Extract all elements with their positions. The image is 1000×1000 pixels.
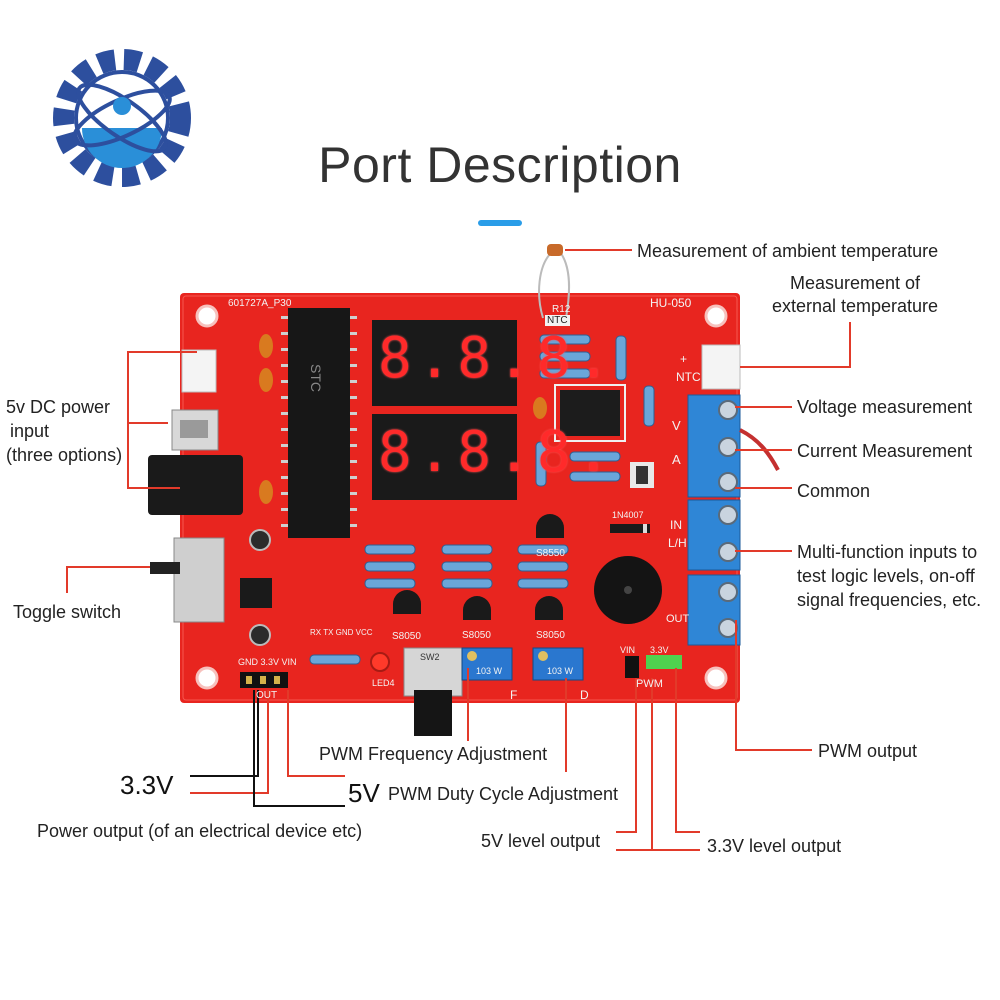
v33-board-label: 3.3V (650, 645, 669, 655)
resistors (309, 334, 655, 665)
callout-power-output: Power output (of an electrical device et… (37, 821, 363, 841)
display-top-digits: 8.8.8. (378, 326, 617, 391)
display-bottom-digits: 8.8.8. (378, 420, 617, 485)
silk-model-name: HU-050 (650, 296, 692, 310)
toggle-switch (173, 537, 225, 623)
capacitors (259, 334, 547, 504)
callout-voltage-measurement: Voltage measurement (797, 397, 973, 417)
jst-connector-dc (181, 349, 217, 393)
leader-lines (66, 249, 851, 851)
r12-label: R12 (552, 304, 571, 315)
push-button (403, 647, 463, 697)
pot-f-label: 103 W (476, 666, 503, 676)
v-label: V (672, 418, 681, 433)
f-label: F (510, 688, 518, 702)
mcu-chip (288, 308, 350, 538)
s8050-c-label: S8050 (536, 630, 565, 641)
callout-external-temperature-2: external temperature (771, 296, 939, 316)
s8550-label: S8550 (536, 548, 565, 559)
callout-external-temperature-1: Measurement of (789, 273, 921, 293)
electrolytic-capacitors (249, 529, 271, 646)
callout-5v-level-output: 5V level output (481, 831, 601, 851)
opamp-chip (560, 390, 620, 436)
callout-3v3-level-output: 3.3V level output (707, 836, 842, 856)
callout-pwm-output: PWM output (818, 741, 918, 761)
callout-dc-power-2: input (10, 421, 50, 441)
callout-pwm-duty-cycle: PWM Duty Cycle Adjustment (388, 784, 619, 804)
pot-d-label: 103 W (547, 666, 574, 676)
p3-out-label: OUT (256, 690, 278, 701)
callout-current-measurement: Current Measurement (797, 441, 973, 461)
ntc-connector (701, 344, 741, 390)
lh-label: L/H (668, 536, 687, 550)
led4-label: LED4 (372, 678, 395, 688)
p1-pins-label: RX TX GND VCC (310, 628, 373, 637)
mounting-holes (195, 304, 728, 690)
callout-multi-function-1: Multi-function inputs to (797, 542, 978, 562)
page-title: Port Description (318, 137, 682, 193)
silk-model-top: 601727A_P30 (228, 298, 292, 309)
p3-pins-label: GND 3.3V VIN (238, 657, 297, 667)
callout-multi-function-3: signal frequencies, etc. (797, 590, 982, 610)
callout-multi-function-2: test logic levels, on-off (797, 566, 975, 586)
seven-segment-display-bottom (372, 414, 517, 500)
s8050-b-label: S8050 (462, 630, 491, 641)
title-underline (478, 220, 522, 226)
pwm-board-label: PWM (636, 678, 663, 690)
sw2-label: SW2 (420, 652, 440, 662)
out-label: OUT (666, 613, 690, 625)
callout-5v: 5V (348, 778, 380, 808)
ntc-label: NTC (545, 315, 570, 326)
callout-toggle-switch: Toggle switch (13, 602, 122, 622)
gear-atom-logo-icon (53, 49, 191, 187)
vin-board-label: VIN (620, 645, 636, 655)
transistors (393, 514, 564, 620)
dc-barrel-jack (148, 455, 243, 515)
callout-common: Common (797, 481, 871, 501)
diode-label: 1N4007 (612, 510, 644, 520)
in-label: IN (670, 518, 682, 532)
s8050-a-label: S8050 (392, 631, 421, 642)
chip-label: STC (308, 364, 324, 392)
d-label: D (580, 688, 589, 702)
ntc-side-label: NTC (676, 370, 701, 384)
a-label: A (672, 452, 681, 467)
plus-label: + (680, 352, 688, 366)
callout-ambient-temperature: Measurement of ambient temperature (637, 241, 939, 261)
power-wires (190, 690, 345, 807)
callout-dc-power-3: (three options) (6, 445, 123, 465)
callout-dc-power-1: 5v DC power (6, 397, 111, 417)
callout-pwm-frequency: PWM Frequency Adjustment (319, 744, 548, 764)
callout-3v3: 3.3V (120, 770, 174, 800)
seven-segment-display-top (372, 320, 517, 406)
